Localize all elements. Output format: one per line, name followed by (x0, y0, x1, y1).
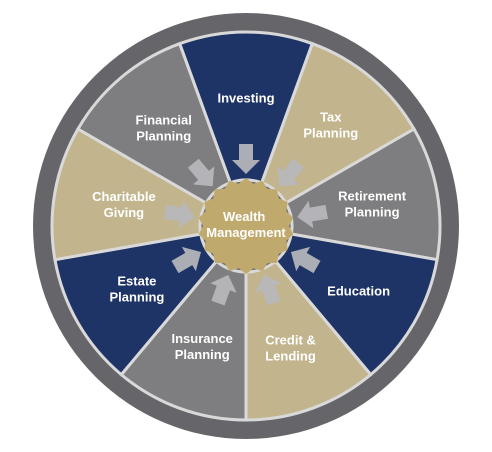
segment-estate-planning (53, 232, 219, 377)
label-investing: Investing (217, 91, 274, 106)
center-label: Wealth Management (206, 209, 286, 240)
label-retirement-planning-line-2: Planning (345, 204, 400, 219)
wealth-management-hub (198, 178, 294, 274)
label-estate-planning-line-1: Estate (117, 274, 156, 289)
label-charitable-giving-line-1: Charitable (92, 189, 156, 204)
segment-investing (177, 30, 315, 185)
arrow-icon-insurance-planning (210, 274, 237, 306)
arrow-icon-estate-planning (171, 246, 201, 274)
segment-financial-planning (75, 41, 233, 206)
label-insurance-planning-line-1: Insurance (171, 331, 232, 346)
label-credit-lending-line-2: Lending (265, 349, 316, 364)
arrow-icon-financial-planning (187, 158, 215, 187)
label-financial-planning-line-2: Planning (136, 128, 191, 143)
segment-education (273, 232, 439, 377)
center-label-line-1: Wealth (223, 209, 265, 224)
arrow-icon-investing (232, 144, 260, 174)
label-credit-lending: Credit &Lending (265, 333, 316, 364)
arrows-layer (164, 144, 328, 306)
arrow-icon-credit-lending (255, 274, 282, 306)
arrow-icon-retirement-planning (297, 200, 328, 229)
label-retirement-planning-line-1: Retirement (338, 188, 407, 203)
label-tax-planning-line-1: Tax (320, 109, 342, 124)
center-label-line-2: Management (206, 225, 286, 240)
label-education: Education (327, 284, 390, 299)
label-insurance-planning-line-2: Planning (175, 347, 230, 362)
label-tax-planning-line-2: Planning (303, 125, 358, 140)
arrow-icon-education (291, 246, 321, 274)
label-investing-line-1: Investing (217, 91, 274, 106)
arrow-icon-tax-planning (277, 158, 305, 187)
segment-retirement-planning (283, 126, 442, 262)
label-estate-planning-line-2: Planning (109, 290, 164, 305)
label-charitable-giving-line-2: Giving (104, 205, 145, 220)
segment-charitable-giving (50, 126, 209, 262)
arrow-icon-charitable-giving (164, 200, 195, 229)
label-financial-planning-line-1: Financial (136, 112, 192, 127)
segment-tax-planning (259, 41, 417, 206)
label-credit-lending-line-1: Credit & (265, 333, 316, 348)
label-education-line-1: Education (327, 284, 390, 299)
